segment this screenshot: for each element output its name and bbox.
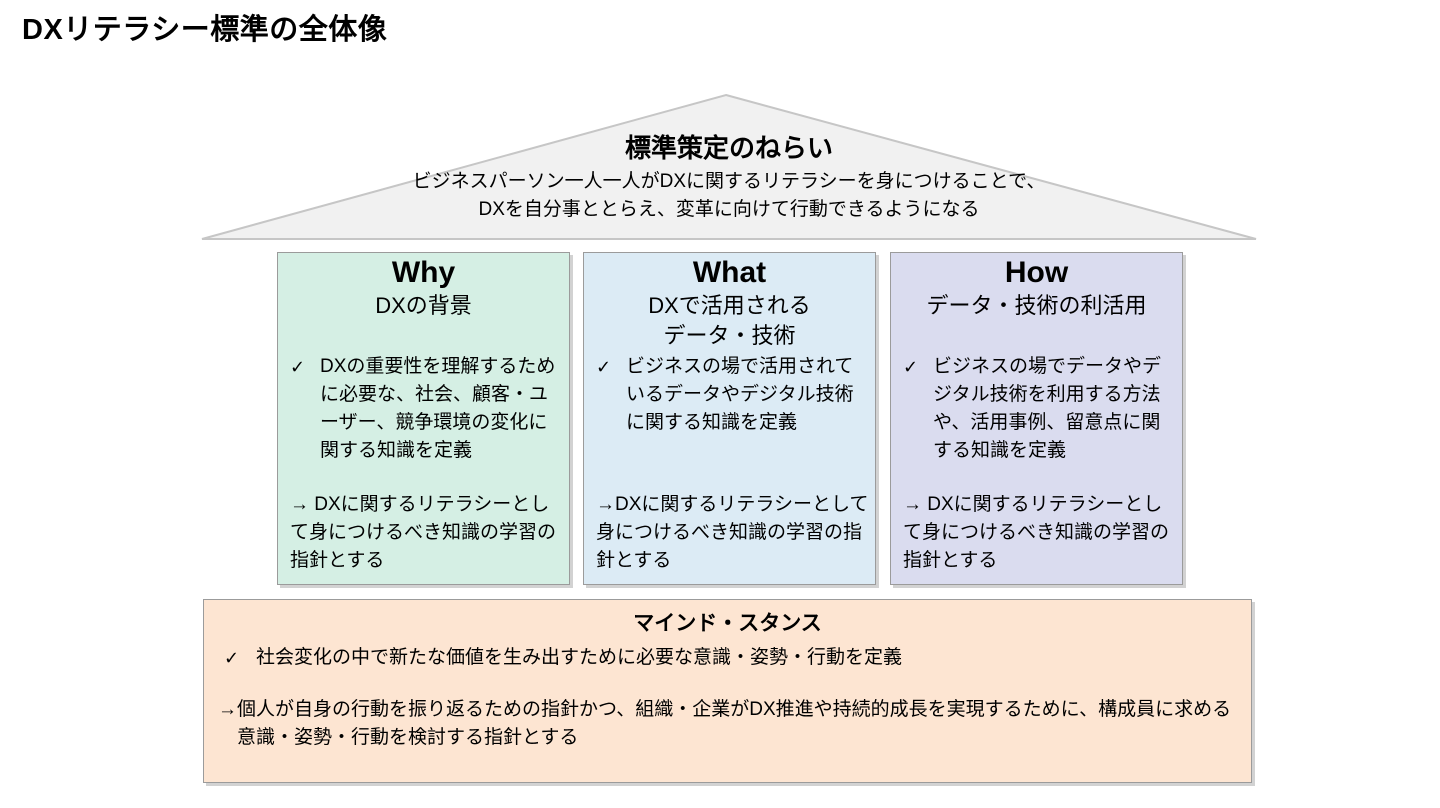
what-subtitle-line2: データ・技術	[663, 323, 796, 348]
mind-stance-bullet: ✓ 社会変化の中で新たな価値を生み出すために必要な意識・姿勢・行動を定義	[224, 644, 1231, 672]
check-icon: ✓	[903, 357, 919, 377]
page-title: DXリテラシー標準の全体像	[22, 14, 388, 46]
what-box: What DXで活用される データ・技術 ✓ ビジネスの場で活用されているデータ…	[583, 252, 876, 585]
roof-title: 標準策定のねらい	[624, 133, 833, 163]
roof-body-line1: ビジネスパーソン一人一人がDXに関するリテラシーを身につけることで、	[412, 171, 1046, 192]
how-box: How データ・技術の利活用 ✓ ビジネスの場でデータやデジタル技術を利用する方…	[890, 252, 1183, 585]
why-title: Why	[391, 256, 456, 289]
check-icon: ✓	[596, 357, 612, 377]
what-bullet: ✓ ビジネスの場で活用されているデータやデジタル技術に関する知識を定義	[596, 353, 867, 437]
roof-body: ビジネスパーソン一人一人がDXに関するリテラシーを身につけることで、 DXを自分…	[198, 168, 1260, 224]
how-bullet-text: ビジネスの場でデータやデジタル技術を利用する方法や、活用事例、留意点に関する知識…	[933, 356, 1162, 461]
mind-stance-bullet-text: 社会変化の中で新たな価値を生み出すために必要な意識・姿勢・行動を定義	[256, 647, 903, 668]
roof-triangle-shape	[201, 93, 1257, 240]
why-subtitle: DXの背景	[278, 291, 569, 321]
why-bullet-text: DXの重要性を理解するために必要な、社会、顧客・ユーザー、競争環境の変化に関する…	[320, 356, 556, 461]
how-arrow-text: → DXに関するリテラシーとして身につけるべき知識の学習の指針とする	[903, 494, 1170, 571]
how-title: How	[1004, 256, 1069, 289]
how-subtitle-line: データ・技術の利活用	[926, 293, 1147, 318]
what-title: What	[692, 256, 767, 289]
check-icon: ✓	[290, 357, 306, 377]
roof-body-line2: DXを自分事ととらえ、変革に向けて行動できるようになる	[478, 199, 980, 220]
check-icon: ✓	[224, 648, 240, 668]
what-subtitle-line1: DXで活用される	[648, 293, 811, 318]
why-subtitle-line: DXの背景	[375, 293, 472, 318]
mind-stance-box: マインド・スタンス ✓ 社会変化の中で新たな価値を生み出すために必要な意識・姿勢…	[203, 599, 1252, 783]
how-bullet: ✓ ビジネスの場でデータやデジタル技術を利用する方法や、活用事例、留意点に関する…	[903, 353, 1174, 465]
mind-stance-title: マインド・スタンス	[633, 612, 822, 635]
what-bullet-text: ビジネスの場で活用されているデータやデジタル技術に関する知識を定義	[626, 356, 854, 433]
how-subtitle: データ・技術の利活用	[891, 291, 1182, 321]
mind-stance-arrow-text: →個人が自身の行動を振り返るための指針かつ、組織・企業がDX推進や持続的成長を実…	[218, 699, 1232, 748]
why-box: Why DXの背景 ✓ DXの重要性を理解するために必要な、社会、顧客・ユーザー…	[277, 252, 570, 585]
what-arrow-text: →DXに関するリテラシーとして身につけるべき知識の学習の指針とする	[596, 494, 869, 571]
what-subtitle: DXで活用される データ・技術	[584, 291, 875, 351]
why-arrow-text: → DXに関するリテラシーとして身につけるべき知識の学習の指針とする	[290, 494, 557, 571]
why-bullet: ✓ DXの重要性を理解するために必要な、社会、顧客・ユーザー、競争環境の変化に関…	[290, 353, 561, 465]
roof-triangle	[201, 93, 1257, 240]
